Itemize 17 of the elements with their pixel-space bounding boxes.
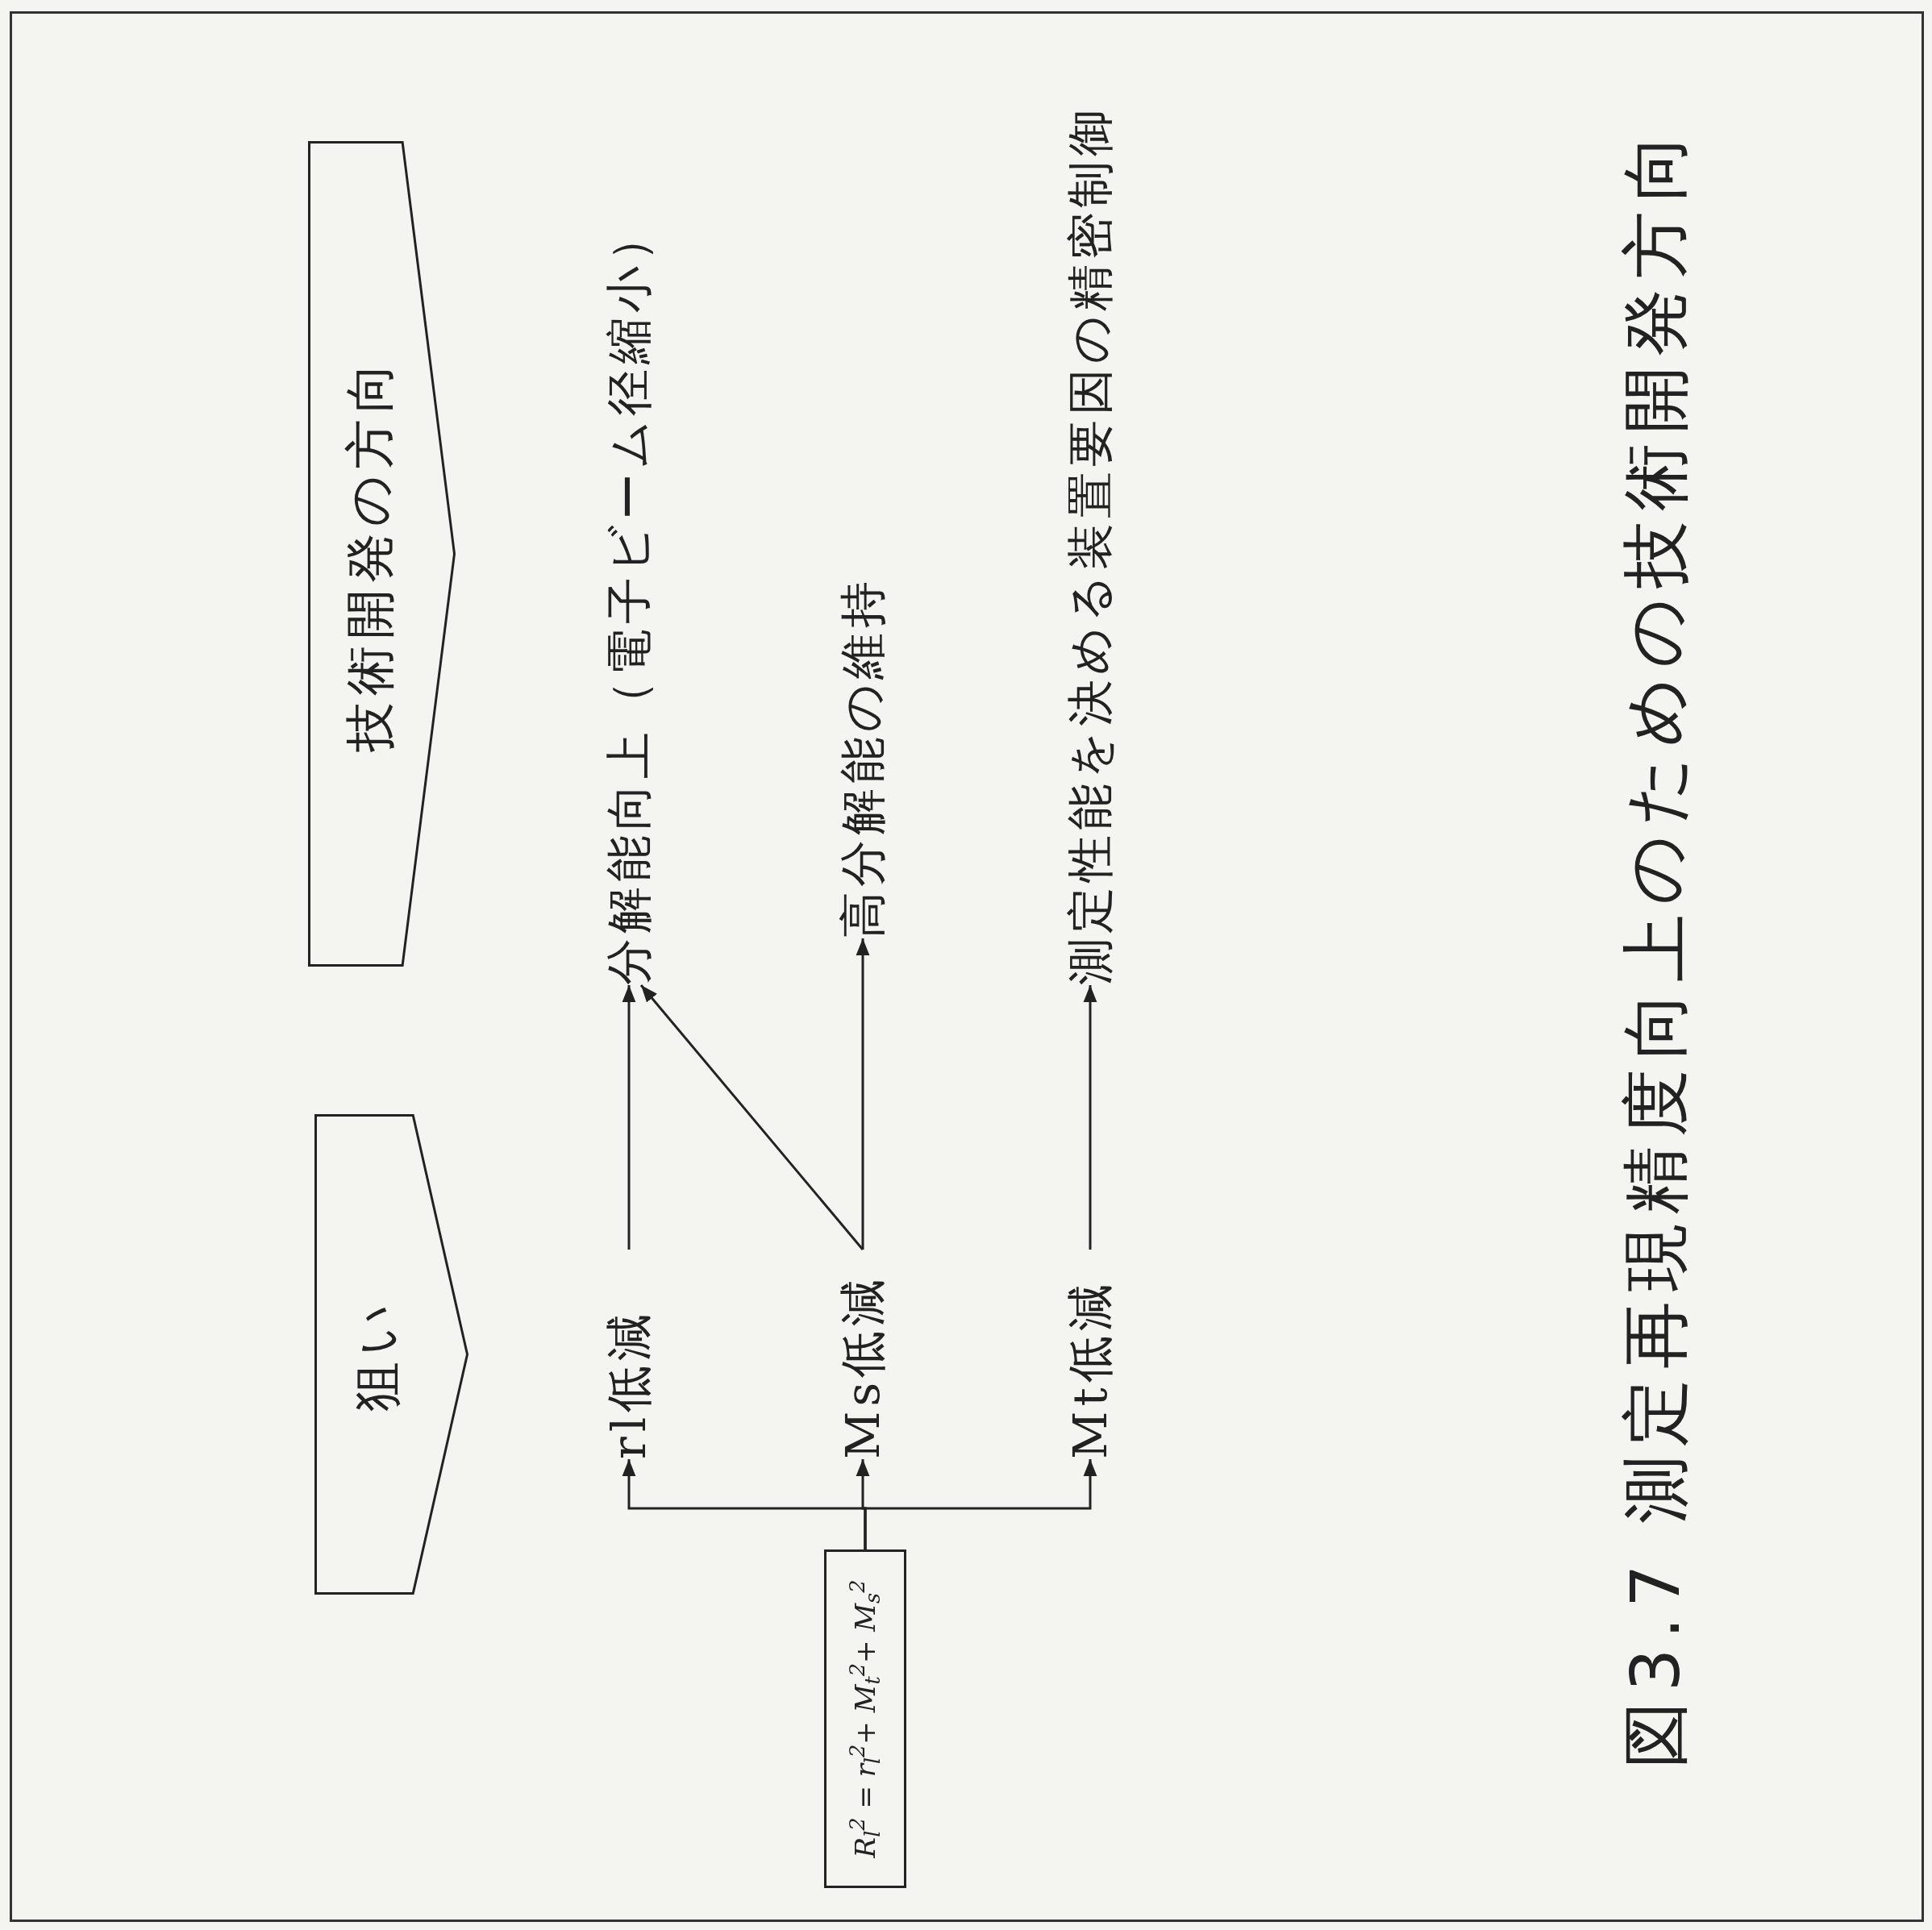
node-label: rl低減: [600, 1308, 657, 1459]
arrow: [1083, 985, 1097, 1250]
arrow: [639, 984, 864, 1250]
arrow: [864, 1459, 1097, 1549]
node-label: 技術開発の方向: [339, 356, 400, 752]
pentagon-arrow-box: [314, 1114, 468, 1595]
node-label: 高分解能の維持: [834, 576, 891, 938]
pentagon-arrow-box: [308, 141, 456, 967]
node-label: 分解能向上（電子ビーム径縮小）: [600, 210, 657, 985]
arrow: [622, 985, 636, 1250]
node-label: 測定性能を決める装置要因の精密制御: [1061, 105, 1118, 985]
figure-caption: 図3.7 測定再現精度向上のための技術開発方向: [1615, 123, 1696, 1771]
formula-box: [824, 1549, 906, 1888]
node-label: Mt低減: [1061, 1279, 1118, 1459]
node-label: 狙い: [346, 1297, 406, 1412]
node-label: Ms低減: [834, 1274, 891, 1459]
arrow: [856, 938, 870, 1250]
